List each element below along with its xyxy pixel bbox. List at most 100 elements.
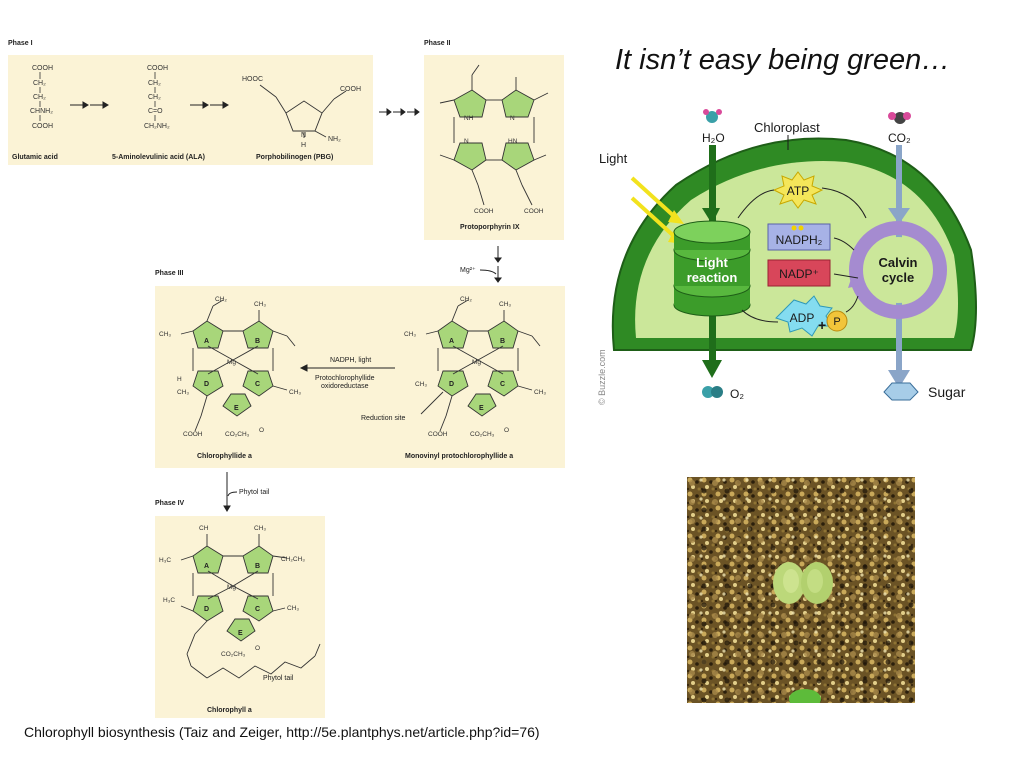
- phase-2-panel: NH N N HN COOH COOH Protoporphyrin IX: [424, 55, 564, 240]
- enzyme-line-2: Protochlorophyllide: [315, 375, 375, 382]
- ala-co: C=O: [148, 108, 163, 115]
- proto-n-2: N: [464, 138, 469, 145]
- ala-ch2-2: CH₂: [148, 94, 161, 101]
- chla-ring-a: A: [204, 563, 209, 570]
- phase-3-label: Phase III: [155, 270, 184, 277]
- h2o-label: H₂O: [702, 131, 725, 145]
- chla-mg: Mg: [227, 584, 236, 591]
- sugar-arrow-head: [888, 370, 910, 388]
- proto-ring-e: E: [479, 405, 484, 412]
- chlide-ch3-4: CH₃: [177, 389, 189, 396]
- atp-label: ATP: [787, 184, 809, 198]
- co2-arrow-head: [888, 208, 910, 224]
- atp-star: [772, 171, 824, 209]
- sugar-label: Sugar: [928, 384, 966, 400]
- proto-mg: Mg: [472, 359, 481, 366]
- nadp-box: [767, 259, 831, 287]
- proto-ch2: CH₂: [460, 296, 472, 303]
- phase-1-structures: COOH CH₂ CH₂ CHNH₂ COOH COOH CH₂ CH₂ C=O…: [12, 65, 361, 161]
- chlide-ring-d: D: [204, 381, 209, 388]
- pbg-cooh: COOH: [340, 86, 361, 93]
- ga-chnh2: CHNH₂: [30, 108, 53, 115]
- calvin-cycle-line-1: Calvin: [878, 255, 917, 270]
- chlorophyll-a-structure: A B C D E Mg CH CH₃ CH₂CH₃ H₃C H₃C CH₃ C…: [159, 525, 321, 714]
- buzzle-credit: © Buzzle.com: [597, 349, 607, 405]
- chla-ch: CH: [199, 525, 209, 532]
- oxygen-arrow-head: [702, 360, 722, 378]
- proto-co2ch3: CO₂CH₃: [470, 431, 495, 438]
- phase-4-label: Phase IV: [155, 500, 185, 507]
- chlide-h-1: H: [177, 376, 182, 383]
- seedling-photo-image: [687, 477, 915, 703]
- slide-title: It isn’t easy being green…: [615, 44, 951, 76]
- phase-2-label: Phase II: [424, 40, 451, 47]
- chla-ch2ch3: CH₂CH₃: [281, 556, 305, 563]
- proto-ch3-2: CH₃: [404, 331, 416, 338]
- proto-nh: NH: [464, 115, 474, 122]
- chlide-ring-b: B: [255, 338, 260, 345]
- phytol-tail-label: Phytol tail: [263, 675, 294, 682]
- phosphate-label: P: [833, 316, 840, 328]
- thylakoid-stack: [673, 220, 751, 317]
- o2-label: O₂: [730, 387, 744, 401]
- proto-n-1: N: [510, 115, 515, 122]
- chla-co2ch3: CO₂CH₃: [221, 651, 246, 658]
- photosynthesis-diagram: Light reaction Calvin cycle ATP NADPH₂ N…: [597, 109, 977, 405]
- proto-cooh-2: COOH: [524, 208, 544, 215]
- calvin-cycle-ring: [849, 221, 947, 319]
- chla-o: O: [255, 645, 260, 652]
- chlide-ch2: CH₂: [215, 296, 227, 303]
- oxygen-molecule-icon: [702, 386, 723, 398]
- chla-ring-c: C: [255, 606, 260, 613]
- chlorophyllide-label: Chlorophyllide a: [197, 453, 252, 460]
- phase-3-panel: A B C D E Mg CH₂ CH₃ CH₃ CH₃ H CH₃ COOH …: [155, 286, 565, 468]
- chlide-ring-a: A: [204, 338, 209, 345]
- arrow-phase1-to-2: [379, 108, 420, 116]
- ala-cooh: COOH: [147, 65, 168, 72]
- chlide-ch3-3: CH₃: [289, 389, 301, 396]
- chlide-o: O: [259, 427, 264, 434]
- proto-ring-c: C: [500, 381, 505, 388]
- glutamic-acid-label: Glutamic acid: [12, 154, 58, 161]
- chlide-cooh: COOH: [183, 431, 203, 438]
- chlide-ch3-1: CH₃: [254, 301, 266, 308]
- chlide-ring-e: E: [234, 405, 239, 412]
- pbg-hooc: HOOC: [242, 76, 263, 83]
- phase-3-structures: A B C D E Mg CH₂ CH₃ CH₃ CH₃ H CH₃ COOH …: [159, 296, 546, 460]
- chloroplast-label: Chloroplast: [754, 120, 820, 135]
- ga-cooh-1: COOH: [32, 65, 53, 72]
- proto-ring-a: A: [449, 338, 454, 345]
- chla-hc: H₃C: [163, 597, 175, 604]
- chla-h3c: H₃C: [159, 557, 171, 564]
- plus-label: +: [818, 317, 826, 333]
- chla-ring-b: B: [255, 563, 260, 570]
- chlide-ring-c: C: [255, 381, 260, 388]
- light-label: Light: [599, 151, 628, 166]
- co2-molecule-icon: [888, 112, 911, 124]
- co2-label: CO₂: [888, 131, 911, 145]
- phase-1-label: Phase I: [8, 40, 33, 47]
- pbg-n: N: [301, 132, 306, 139]
- nadph2-label: NADPH₂: [776, 233, 823, 247]
- pbg-label: Porphobilinogen (PBG): [256, 154, 333, 161]
- figure-caption: Chlorophyll biosynthesis (Taiz and Zeige…: [24, 724, 540, 740]
- mg-ion-label: Mg²⁺: [460, 267, 476, 274]
- ga-cooh-2: COOH: [32, 123, 53, 130]
- ala-ch2nh2: CH₂NH₂: [144, 123, 170, 130]
- water-molecule-icon: [703, 109, 722, 123]
- light-reaction-line-2: reaction: [687, 270, 738, 285]
- chlorophyll-a-label: Chlorophyll a: [207, 707, 252, 714]
- ga-ch2-1: CH₂: [33, 80, 46, 87]
- protoporphyrin-label: Protoporphyrin IX: [460, 224, 520, 231]
- calvin-cycle-line-2: cycle: [882, 270, 915, 285]
- ala-ch2-1: CH₂: [148, 80, 161, 87]
- pbg-h: H: [301, 142, 306, 149]
- proto-ring-d: D: [449, 381, 454, 388]
- phosphate-circle: [826, 310, 848, 332]
- proto-hn: HN: [508, 138, 518, 145]
- pbg-nh2: NH₂: [328, 136, 341, 143]
- proto-ring-b: B: [500, 338, 505, 345]
- protochlorophyllide-label: Monovinyl protochlorophyllide a: [405, 453, 513, 460]
- proto-o: O: [504, 427, 509, 434]
- proto-ch3-3: CH₃: [534, 389, 546, 396]
